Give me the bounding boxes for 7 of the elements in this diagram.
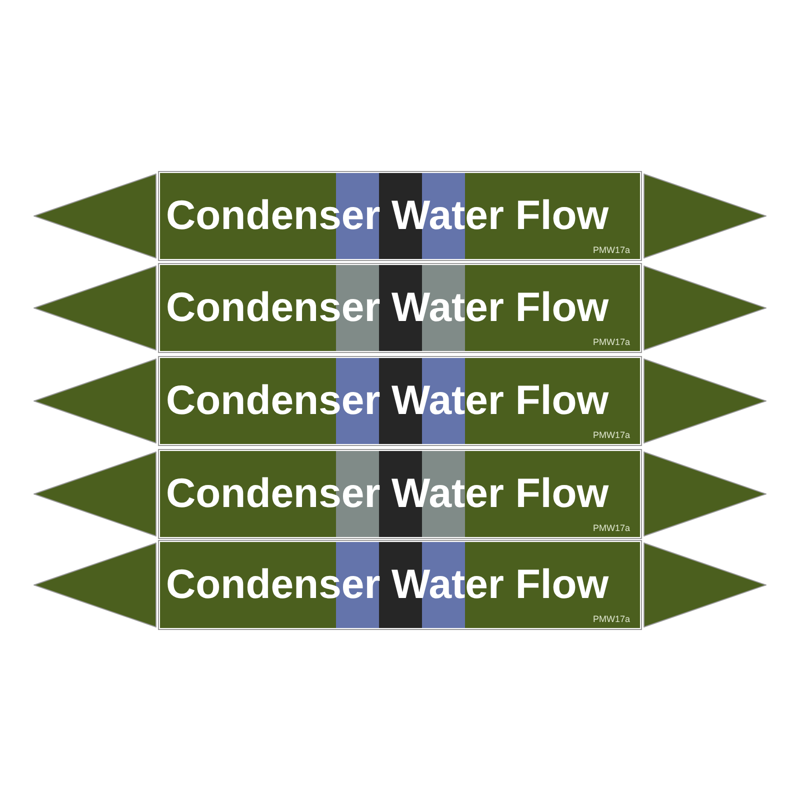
product-code: PMW17a (592, 337, 630, 348)
product-code: PMW17a (592, 245, 630, 256)
product-code: PMW17a (592, 614, 630, 625)
product-code: PMW17a (592, 430, 630, 441)
medium-name: Condenser Water Flow (166, 470, 609, 516)
product-code: PMW17a (592, 523, 630, 534)
medium-name: Condenser Water Flow (166, 284, 609, 330)
